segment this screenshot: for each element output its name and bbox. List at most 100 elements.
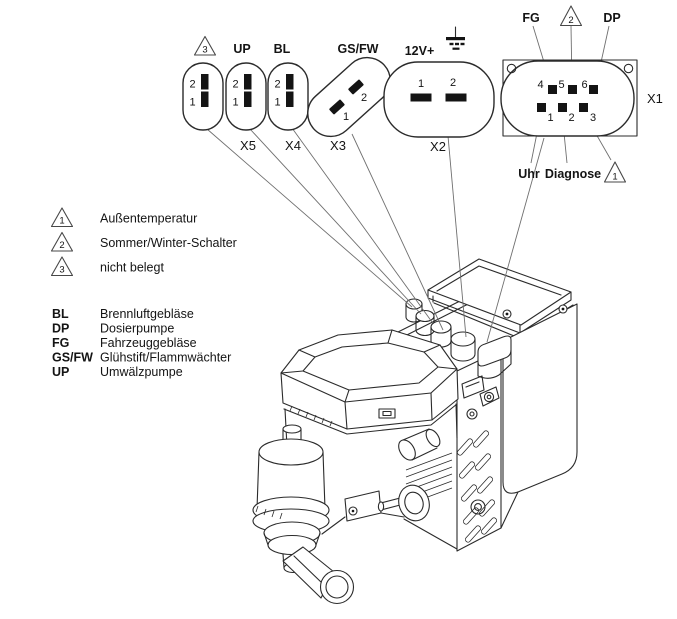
connector-x2-body: [383, 61, 495, 138]
heater-lid: [427, 258, 572, 326]
x2-pin-1-label: 1: [418, 78, 424, 90]
heater-socket-4: [450, 331, 476, 347]
warning-triangle-icon: [50, 231, 74, 252]
x1-pin-2: [558, 103, 567, 112]
legend-abbr-gsfw: GS/FW: [52, 351, 93, 365]
label-dp: DP: [603, 11, 620, 25]
leader-x5: [206, 128, 413, 308]
heat-exchanger-fins: [405, 452, 453, 506]
connector-bl: 2 1: [267, 62, 309, 131]
vent-slats: [456, 430, 498, 543]
label-bl: BL: [274, 42, 291, 56]
bl-pin-1: [286, 91, 294, 107]
triangle-1-number: 1: [612, 172, 617, 183]
legend-abbr-dp-text: Dosierpumpe: [100, 322, 174, 336]
x2-pin-2-label: 2: [450, 77, 456, 89]
legend-triangle-1-number: 1: [59, 216, 64, 227]
x1-pin-4: [548, 85, 557, 94]
x3-pin-1-label: 1: [343, 111, 349, 123]
x4-pin-2-label: 2: [232, 79, 238, 91]
water-pump: [252, 424, 355, 605]
x1-pin-3-label: 3: [590, 112, 596, 124]
leader-x2: [447, 135, 467, 338]
triangle-3-symbol: 3: [193, 35, 217, 56]
connector-x2: 1 2: [383, 61, 495, 138]
leader-bl: [291, 127, 433, 323]
leader-x3: [351, 133, 444, 331]
x3-pin-1: [329, 99, 345, 115]
triangle-2-symbol: 2: [559, 5, 583, 27]
legend-triangle-3-number: 3: [59, 265, 64, 276]
x4-pin-1: [244, 91, 252, 107]
heater-ring: [466, 408, 478, 420]
label-uhr: Uhr: [518, 167, 540, 181]
heater-right-face: [502, 303, 578, 494]
legend-abbreviations: BL Brennluftgebläse DP Dosierpumpe FG Fa…: [52, 307, 231, 379]
bl-pin-2: [286, 74, 294, 90]
warning-triangle-icon: [559, 5, 583, 27]
triangle-1-symbol: 1: [603, 161, 627, 183]
label-up: UP: [233, 42, 250, 56]
intake-stub: [398, 439, 416, 461]
connector-id-x2: X2: [430, 139, 446, 154]
ground-symbol-icon: [446, 26, 465, 50]
legend-triangle-2-number: 2: [59, 240, 64, 251]
x1-flange-hole-left: [506, 63, 517, 74]
label-fg: FG: [522, 11, 539, 25]
fuel-fitting: [321, 484, 458, 550]
legend-abbr-fg: FG: [52, 336, 69, 350]
x1-pin-3: [579, 103, 588, 112]
x3-pin-2-label: 2: [361, 92, 367, 104]
connector-x3-body: [307, 56, 391, 138]
x4-pin-2: [244, 74, 252, 90]
connector-x5: 2 1: [182, 62, 224, 131]
x1-pin-1: [537, 103, 546, 112]
label-12v: 12V+: [405, 44, 435, 58]
connector-id-x1: X1: [647, 91, 663, 106]
label-diagnose: Diagnose: [545, 167, 601, 181]
x1-pin-5: [568, 85, 577, 94]
x1-pin-1-label: 1: [547, 112, 553, 124]
legend-triangle-1-text: Außentemperatur: [100, 212, 197, 226]
x2-pin-2: [445, 93, 467, 102]
warning-triangle-icon: [50, 256, 74, 277]
x4-pin-1-label: 1: [232, 97, 238, 109]
heater-sockets: [405, 298, 512, 379]
x1-pin-5-label: 5: [558, 79, 564, 91]
label-gsfw: GS/FW: [338, 42, 379, 56]
legend-triangle-2-text: Sommer/Winter-Schalter: [100, 236, 237, 250]
connector-id-x4: X4: [285, 138, 301, 153]
legend-abbr-dp: DP: [52, 322, 69, 336]
pump-outlet-flange: [319, 569, 355, 605]
warning-triangle-icon: [50, 207, 74, 228]
connector-x3: 2 1: [307, 56, 391, 138]
x5-pin-2: [201, 74, 209, 90]
x5-pin-2-label: 2: [189, 79, 195, 91]
heater-slot: [461, 375, 485, 399]
warning-triangle-icon: [193, 35, 217, 56]
connector-id-x3: X3: [330, 138, 346, 153]
triangle-3-number: 3: [202, 45, 207, 56]
legend-abbr-bl-text: Brennluftgebläse: [100, 307, 194, 321]
cover-latch: [378, 408, 396, 419]
heater-socket-3: [430, 320, 452, 334]
legend-triangle-3-text: nicht belegt: [100, 261, 164, 275]
connector-id-x5: X5: [240, 138, 256, 153]
x1-pin-6-label: 6: [581, 79, 587, 91]
x1-pin-2-label: 2: [568, 112, 574, 124]
x5-pin-1: [201, 91, 209, 107]
bl-pin-2-label: 2: [274, 79, 280, 91]
legend-abbr-bl: BL: [52, 307, 69, 321]
warning-triangle-icon: [603, 161, 627, 183]
connector-x4: 2 1: [225, 62, 267, 131]
leader-x1: [486, 137, 545, 343]
x2-pin-1: [410, 93, 432, 102]
legend-abbr-up: UP: [52, 365, 69, 379]
leader-x4: [249, 128, 422, 315]
connector-x1-body: [500, 60, 635, 137]
x1-pin-6: [589, 85, 598, 94]
x1-pin-4-label: 4: [537, 79, 543, 91]
x3-pin-2: [348, 79, 364, 95]
